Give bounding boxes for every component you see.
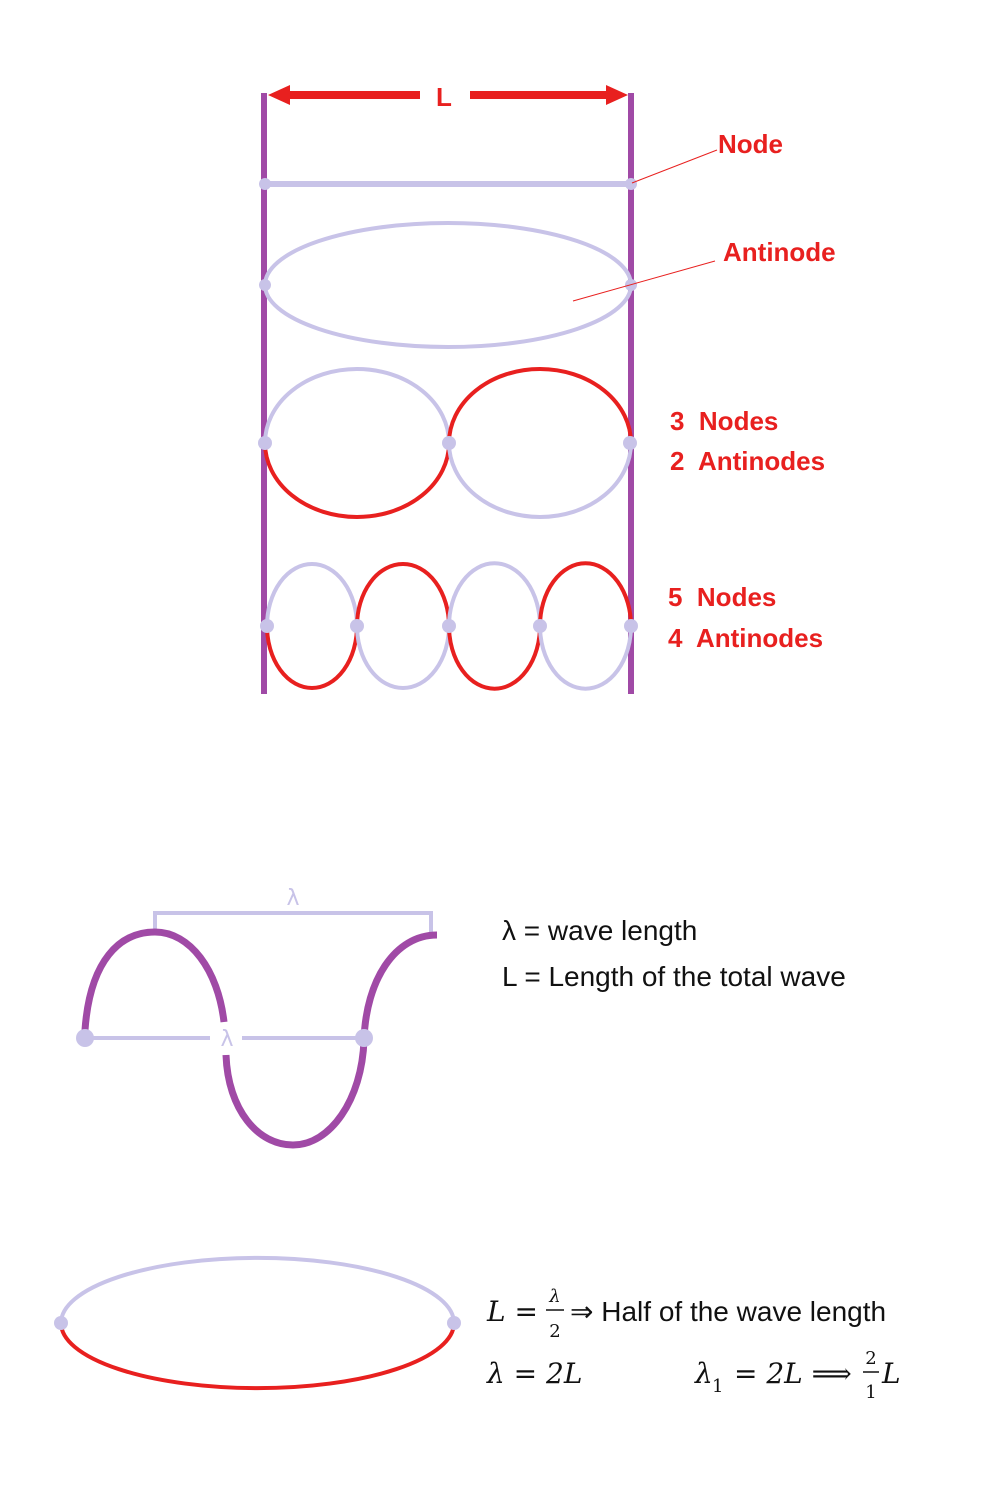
wavelength-bracket-label: λ xyxy=(286,886,299,911)
fundamental-loop xyxy=(54,1255,461,1391)
eq3-middle: = 2L ⟹ xyxy=(734,1357,852,1390)
length-definition: L = Length of the total wave xyxy=(502,961,846,992)
node-dot xyxy=(625,178,637,190)
mode3-nodes-label: 3 Nodes xyxy=(670,406,778,436)
eq2: λ = 2L xyxy=(486,1357,582,1390)
node-label: Node xyxy=(718,129,783,159)
eq3-subscript: 1 xyxy=(712,1376,723,1397)
mode-two-antinodes xyxy=(258,367,637,519)
node-dot xyxy=(259,178,271,190)
mode4-antinodes-label: 4 Antinodes xyxy=(668,623,823,653)
eq3-L: L xyxy=(881,1357,901,1390)
mode-four-antinodes xyxy=(260,561,638,691)
wavelength-axis-label: λ xyxy=(220,1027,233,1052)
eq1-numerator: λ xyxy=(548,1286,560,1307)
wavelength-definition: λ = wave length xyxy=(502,915,697,946)
length-label: L xyxy=(436,82,452,112)
eq3-numerator: 2 xyxy=(865,1348,876,1369)
eq1-denominator: 2 xyxy=(549,1321,560,1342)
mode4-nodes-label: 5 Nodes xyxy=(668,582,776,612)
eq3-denominator: 1 xyxy=(865,1382,876,1403)
eq1-lhs: L = xyxy=(486,1295,538,1328)
eq3-lambda: λ xyxy=(694,1357,713,1390)
antinode-pointer xyxy=(572,260,716,302)
node-pointer xyxy=(631,149,718,184)
node-dot xyxy=(259,279,271,291)
antinode-loop xyxy=(263,221,633,349)
eq1-text: ⇒ Half of the wave length xyxy=(570,1296,886,1327)
antinode-label: Antinode xyxy=(723,237,836,267)
mode3-antinodes-label: 2 Antinodes xyxy=(670,446,825,476)
length-arrow xyxy=(268,85,628,105)
sine-wave xyxy=(76,911,438,1149)
